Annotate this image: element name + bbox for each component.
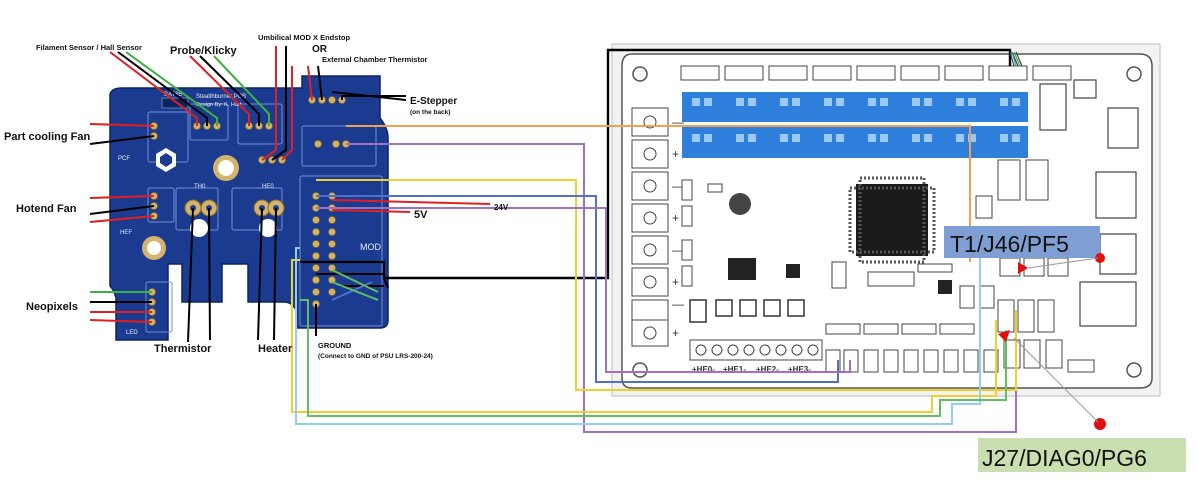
svg-text:+: + [672,326,679,340]
label-he0: +HE0- [692,365,715,374]
svg-text:+: + [672,211,679,225]
arrow-t1 [1018,262,1028,274]
label-ground: GROUND [318,341,352,350]
label-ground-note: (Connect to GND of PSU LRS-200-24) [318,353,433,360]
label-thermistor: Thermistor [154,343,212,355]
label-or: OR [312,44,328,55]
arrow-j27 [998,330,1010,342]
label-probe: Probe/Klicky [170,45,238,57]
silk-he0: HE0 [262,184,274,190]
label-filament-sensor: Filament Sensor / Hall Sensor [36,43,142,52]
chip-small [707,183,723,193]
stepper-drivers [682,92,1028,158]
mcu-chip [848,176,936,264]
silk-hef: HEF [120,230,132,236]
motherboard: —+ —+ —+ —+ [611,43,1161,397]
t1-label: T1/J46/PF5 [950,231,1069,257]
chip-driver [728,258,756,280]
silk-th0: TH0 [194,184,206,190]
label-heater: Heater [258,343,293,355]
label-he1: +HE1- [723,365,746,374]
svg-text:+: + [672,147,679,161]
chip-small-2 [938,280,952,294]
silk-design-by: Design By: K. Hart [196,102,242,108]
label-umbilical: Umbilical MOD X Endstop [258,33,351,42]
label-hotend-fan: Hotend Fan [16,203,77,215]
fuse-holders [681,179,693,287]
label-24v: 24V [494,203,509,212]
silk-mod: MOD [360,242,381,252]
leader-j27 [1013,337,1099,423]
diagram-labels: Filament Sensor / Hall Sensor Probe/Klic… [4,33,509,360]
power-terminals [631,107,669,347]
label-external-chamber: External Chamber Thermistor [322,55,428,64]
t1-highlight: T1/J46/PF5 [944,226,1100,258]
silk-batt: BAT85 [164,92,183,98]
inductor [729,193,751,215]
silk-led: LED [126,330,138,336]
mosfets [689,299,805,323]
red-marker-t1 [1095,253,1105,263]
svg-text:+: + [672,275,679,289]
silk-pcf: PCF [118,156,130,162]
usb-sd-connectors [1039,79,1139,327]
label-neopixels: Neopixels [26,301,78,313]
label-he3: +HE3- [788,365,811,374]
signal-connectors [825,159,1095,373]
header-pins-2 [917,263,953,273]
heater-terminal-labels: +HE0- +HE1- +HE2- +HE3- [692,365,811,374]
label-e-stepper: E-Stepper [410,96,457,107]
j27-label: J27/DIAG0/PG6 [982,445,1147,471]
j27-highlight: J27/DIAG0/PG6 [978,438,1186,472]
svg-text:—: — [672,243,684,257]
svg-text:—: — [672,297,684,311]
motor-connectors [680,65,1072,81]
connector-small [831,261,847,289]
label-part-cooling-fan: Part cooling Fan [4,131,90,143]
wires [89,46,1023,433]
svg-text:—: — [672,179,684,193]
chip-regulator [786,264,800,278]
label-he2: +HE2- [756,365,779,374]
header-pins [867,271,915,287]
silk-stealthburner: Stealthburner PCB [196,94,246,100]
label-5v: 5V [414,209,428,221]
heater-terminals [689,339,823,361]
leader-t1 [1027,257,1099,269]
label-on-back: (on the back) [410,109,450,116]
